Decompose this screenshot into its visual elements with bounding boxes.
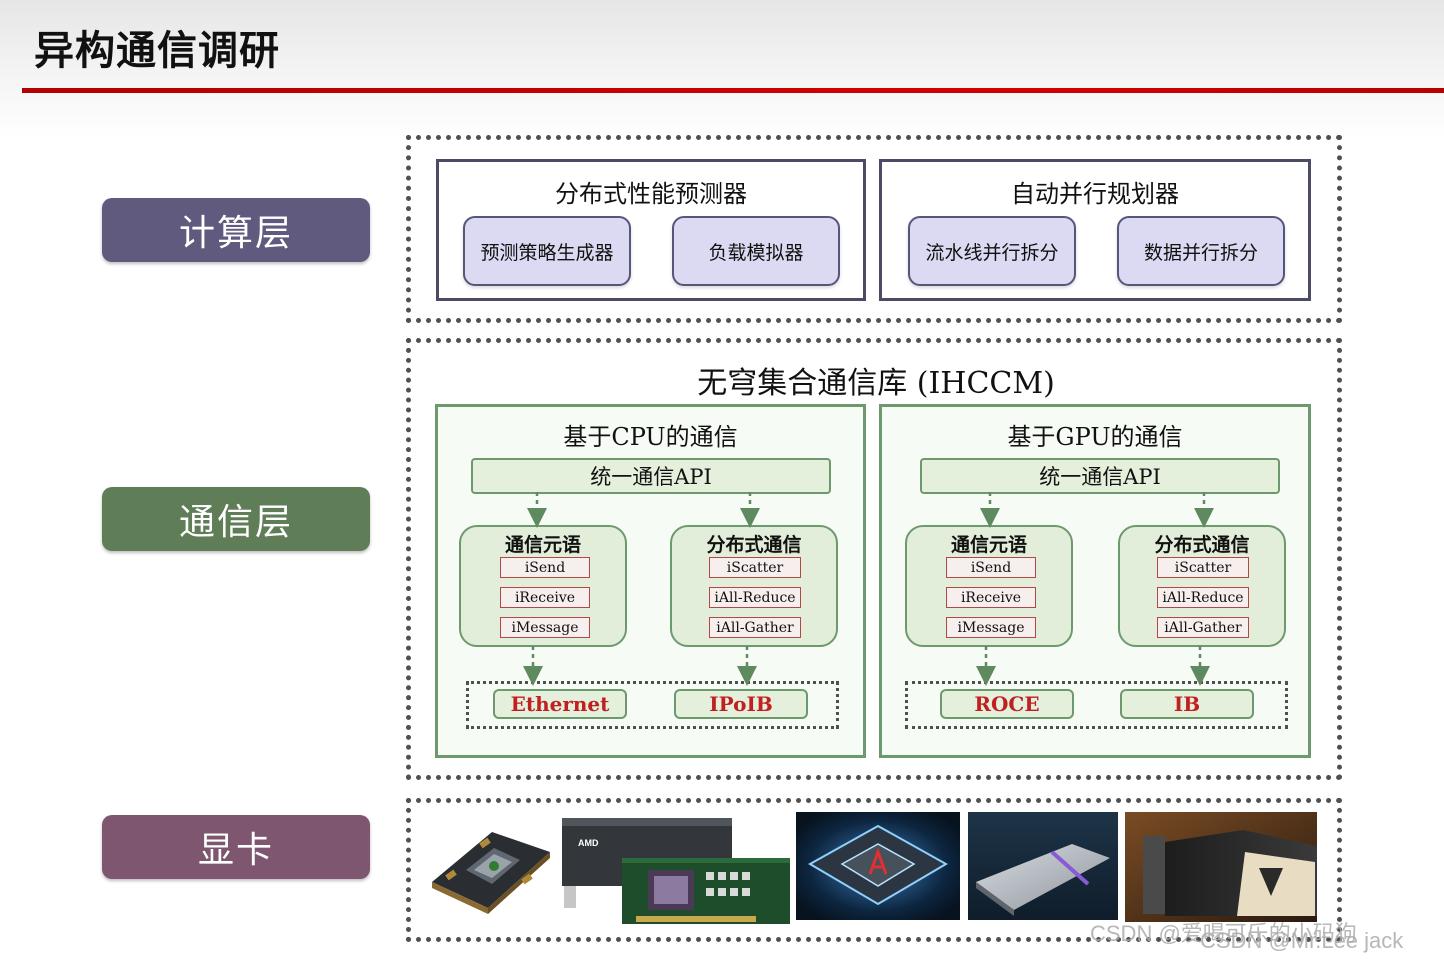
header-band [0, 0, 1444, 140]
cpu-primitives-box: 通信元语 iSend iReceive iMessage [459, 525, 627, 647]
strategy-generator: 预测策略生成器 [463, 216, 631, 286]
gpu-op-iallgather: iAll-Gather [1157, 617, 1249, 638]
gpu-op-iscatter: iScatter [1157, 557, 1249, 578]
cpu-op-iallgather: iAll-Gather [709, 617, 801, 638]
gpu-primitives-box: 通信元语 iSend iReceive iMessage [905, 525, 1073, 647]
cpu-op-isend: iSend [500, 557, 590, 578]
gpu-network-frame [905, 681, 1288, 729]
planner-panel: 自动并行规划器 流水线并行拆分 数据并行拆分 [879, 159, 1311, 301]
amd-logo-text: AMD [578, 838, 599, 848]
gpu-chip-module-image [432, 832, 550, 914]
cpu-op-iscatter: iScatter [709, 557, 801, 578]
cpu-network-frame [466, 681, 839, 729]
cpu-op-iallreduce: iAll-Reduce [709, 587, 801, 608]
gpu-primitives-title: 通信元语 [950, 534, 1027, 556]
gpu-layer-label: 显卡 [102, 815, 370, 879]
gpu-op-imessage: iMessage [946, 617, 1036, 638]
slide-title: 异构通信调研 [34, 28, 280, 74]
watermark-line1: CSDN @爱喝可乐的小码狗 [1090, 921, 1357, 946]
network-ib: IB [1120, 689, 1254, 719]
watermark-line2: CSDN @Mr.Lee jack [1200, 928, 1404, 953]
cpu-op-imessage: iMessage [500, 617, 590, 638]
pipeline-split: 流水线并行拆分 [908, 216, 1076, 286]
comm-layer-label: 通信层 [102, 487, 370, 551]
cpu-comm-panel: 基于CPU的通信 统一通信API 通信元语 iSend iReceive iMe… [435, 404, 866, 758]
cpu-distributed-box: 分布式通信 iScatter iAll-Reduce iAll-Gather [670, 525, 838, 647]
silver-card-image [968, 812, 1118, 920]
gpu-op-iallreduce: iAll-Reduce [1157, 587, 1249, 608]
gpu-op-ireceive: iReceive [946, 587, 1036, 608]
gpu-distributed-title: 分布式通信 [1154, 534, 1250, 556]
comm-layer-frame [406, 338, 1342, 780]
gpu-op-isend: iSend [946, 557, 1036, 578]
cpu-comm-title: 基于CPU的通信 [563, 423, 738, 451]
network-ethernet: Ethernet [493, 689, 627, 719]
gpu-distributed-box: 分布式通信 iScatter iAll-Reduce iAll-Gather [1118, 525, 1286, 647]
ihccm-title: 无穹集合通信库 (IHCCM) [697, 366, 1055, 401]
cpu-api-bar: 统一通信API [471, 458, 831, 494]
cpu-primitives-title: 通信元语 [504, 534, 581, 556]
network-ipoib: IPoIB [674, 689, 808, 719]
compute-layer-frame [406, 135, 1342, 323]
amd-card-image: AMD [562, 818, 790, 924]
gpu-comm-title: 基于GPU的通信 [1007, 423, 1183, 451]
compute-layer-label: 计算层 [102, 198, 370, 262]
gold-card-image [1125, 812, 1317, 922]
gpu-layer-frame [406, 798, 1342, 942]
load-simulator: 负载模拟器 [672, 216, 840, 286]
cpu-op-ireceive: iReceive [500, 587, 590, 608]
ai-chip-image [796, 812, 960, 920]
planner-title: 自动并行规划器 [1011, 180, 1179, 208]
title-rule [22, 88, 1444, 93]
gpu-comm-panel: 基于GPU的通信 统一通信API 通信元语 iSend iReceive iMe… [879, 404, 1311, 758]
predictor-title: 分布式性能预测器 [555, 180, 747, 208]
predictor-panel: 分布式性能预测器 预测策略生成器 负载模拟器 [436, 159, 866, 301]
network-roce: ROCE [940, 689, 1074, 719]
cpu-distributed-title: 分布式通信 [706, 534, 802, 556]
gpu-api-bar: 统一通信API [920, 458, 1280, 494]
data-split: 数据并行拆分 [1117, 216, 1285, 286]
